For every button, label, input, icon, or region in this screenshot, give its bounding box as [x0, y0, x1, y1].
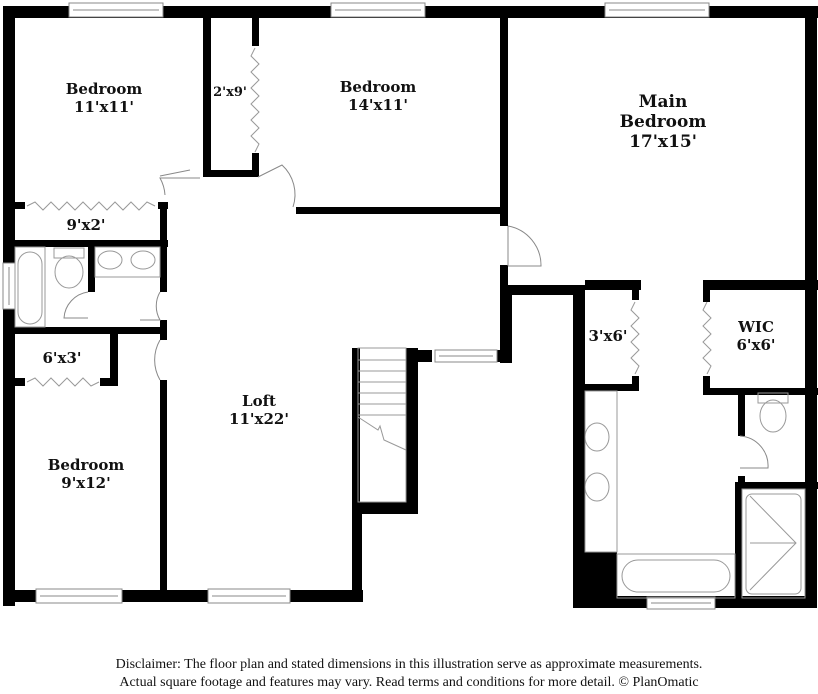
windows — [2, 2, 716, 610]
closet-label-2x9: 2'x9' — [213, 84, 247, 102]
closet-label-6x3: 6'x3' — [42, 349, 81, 367]
fixtures — [14, 246, 806, 599]
room-name: WIC — [738, 318, 774, 336]
closet-dims: 9'x2' — [66, 216, 106, 234]
room-name: Bedroom — [47, 456, 125, 474]
room-dims: 17'x15' — [629, 132, 697, 152]
room-dims: 11'x22' — [229, 410, 289, 428]
disclaimer-line-1: Disclaimer: The floor plan and stated di… — [115, 657, 703, 672]
room-label-main-bedroom: Main Bedroom 17'x15' — [620, 92, 707, 152]
room-name-2: Bedroom — [619, 112, 707, 132]
room-label-bedroom-11x11: Bedroom 11'x11' — [66, 80, 143, 116]
room-label-wic: WIC 6'x6' — [736, 318, 775, 354]
closet-label-3x6: 3'x6' — [588, 327, 627, 345]
room-name: Bedroom — [339, 78, 417, 96]
room-label-loft: Loft 11'x22' — [229, 392, 289, 428]
doors — [63, 164, 769, 469]
closet-dims: 3'x6' — [588, 327, 628, 345]
walls — [3, 6, 818, 608]
room-label-bedroom-9x12: Bedroom 9'x12' — [48, 456, 125, 492]
bifold-doors — [26, 47, 712, 387]
room-label-bedroom-14x11: Bedroom 14'x11' — [340, 78, 417, 114]
disclaimer-line-2: Actual square footage and features may v… — [119, 675, 699, 690]
room-name: Bedroom — [65, 80, 143, 98]
room-dims: 6'x6' — [736, 336, 776, 354]
room-name: Main — [638, 92, 688, 112]
disclaimer: Disclaimer: The floor plan and stated di… — [0, 656, 818, 692]
room-dims: 14'x11' — [348, 96, 408, 114]
closet-label-9x2: 9'x2' — [66, 216, 105, 234]
room-name: Loft — [242, 392, 276, 410]
closet-dims: 2'x9' — [213, 85, 247, 100]
closet-dims: 6'x3' — [42, 349, 82, 367]
room-dims: 11'x11' — [74, 98, 134, 116]
room-dims: 9'x12' — [61, 474, 111, 492]
